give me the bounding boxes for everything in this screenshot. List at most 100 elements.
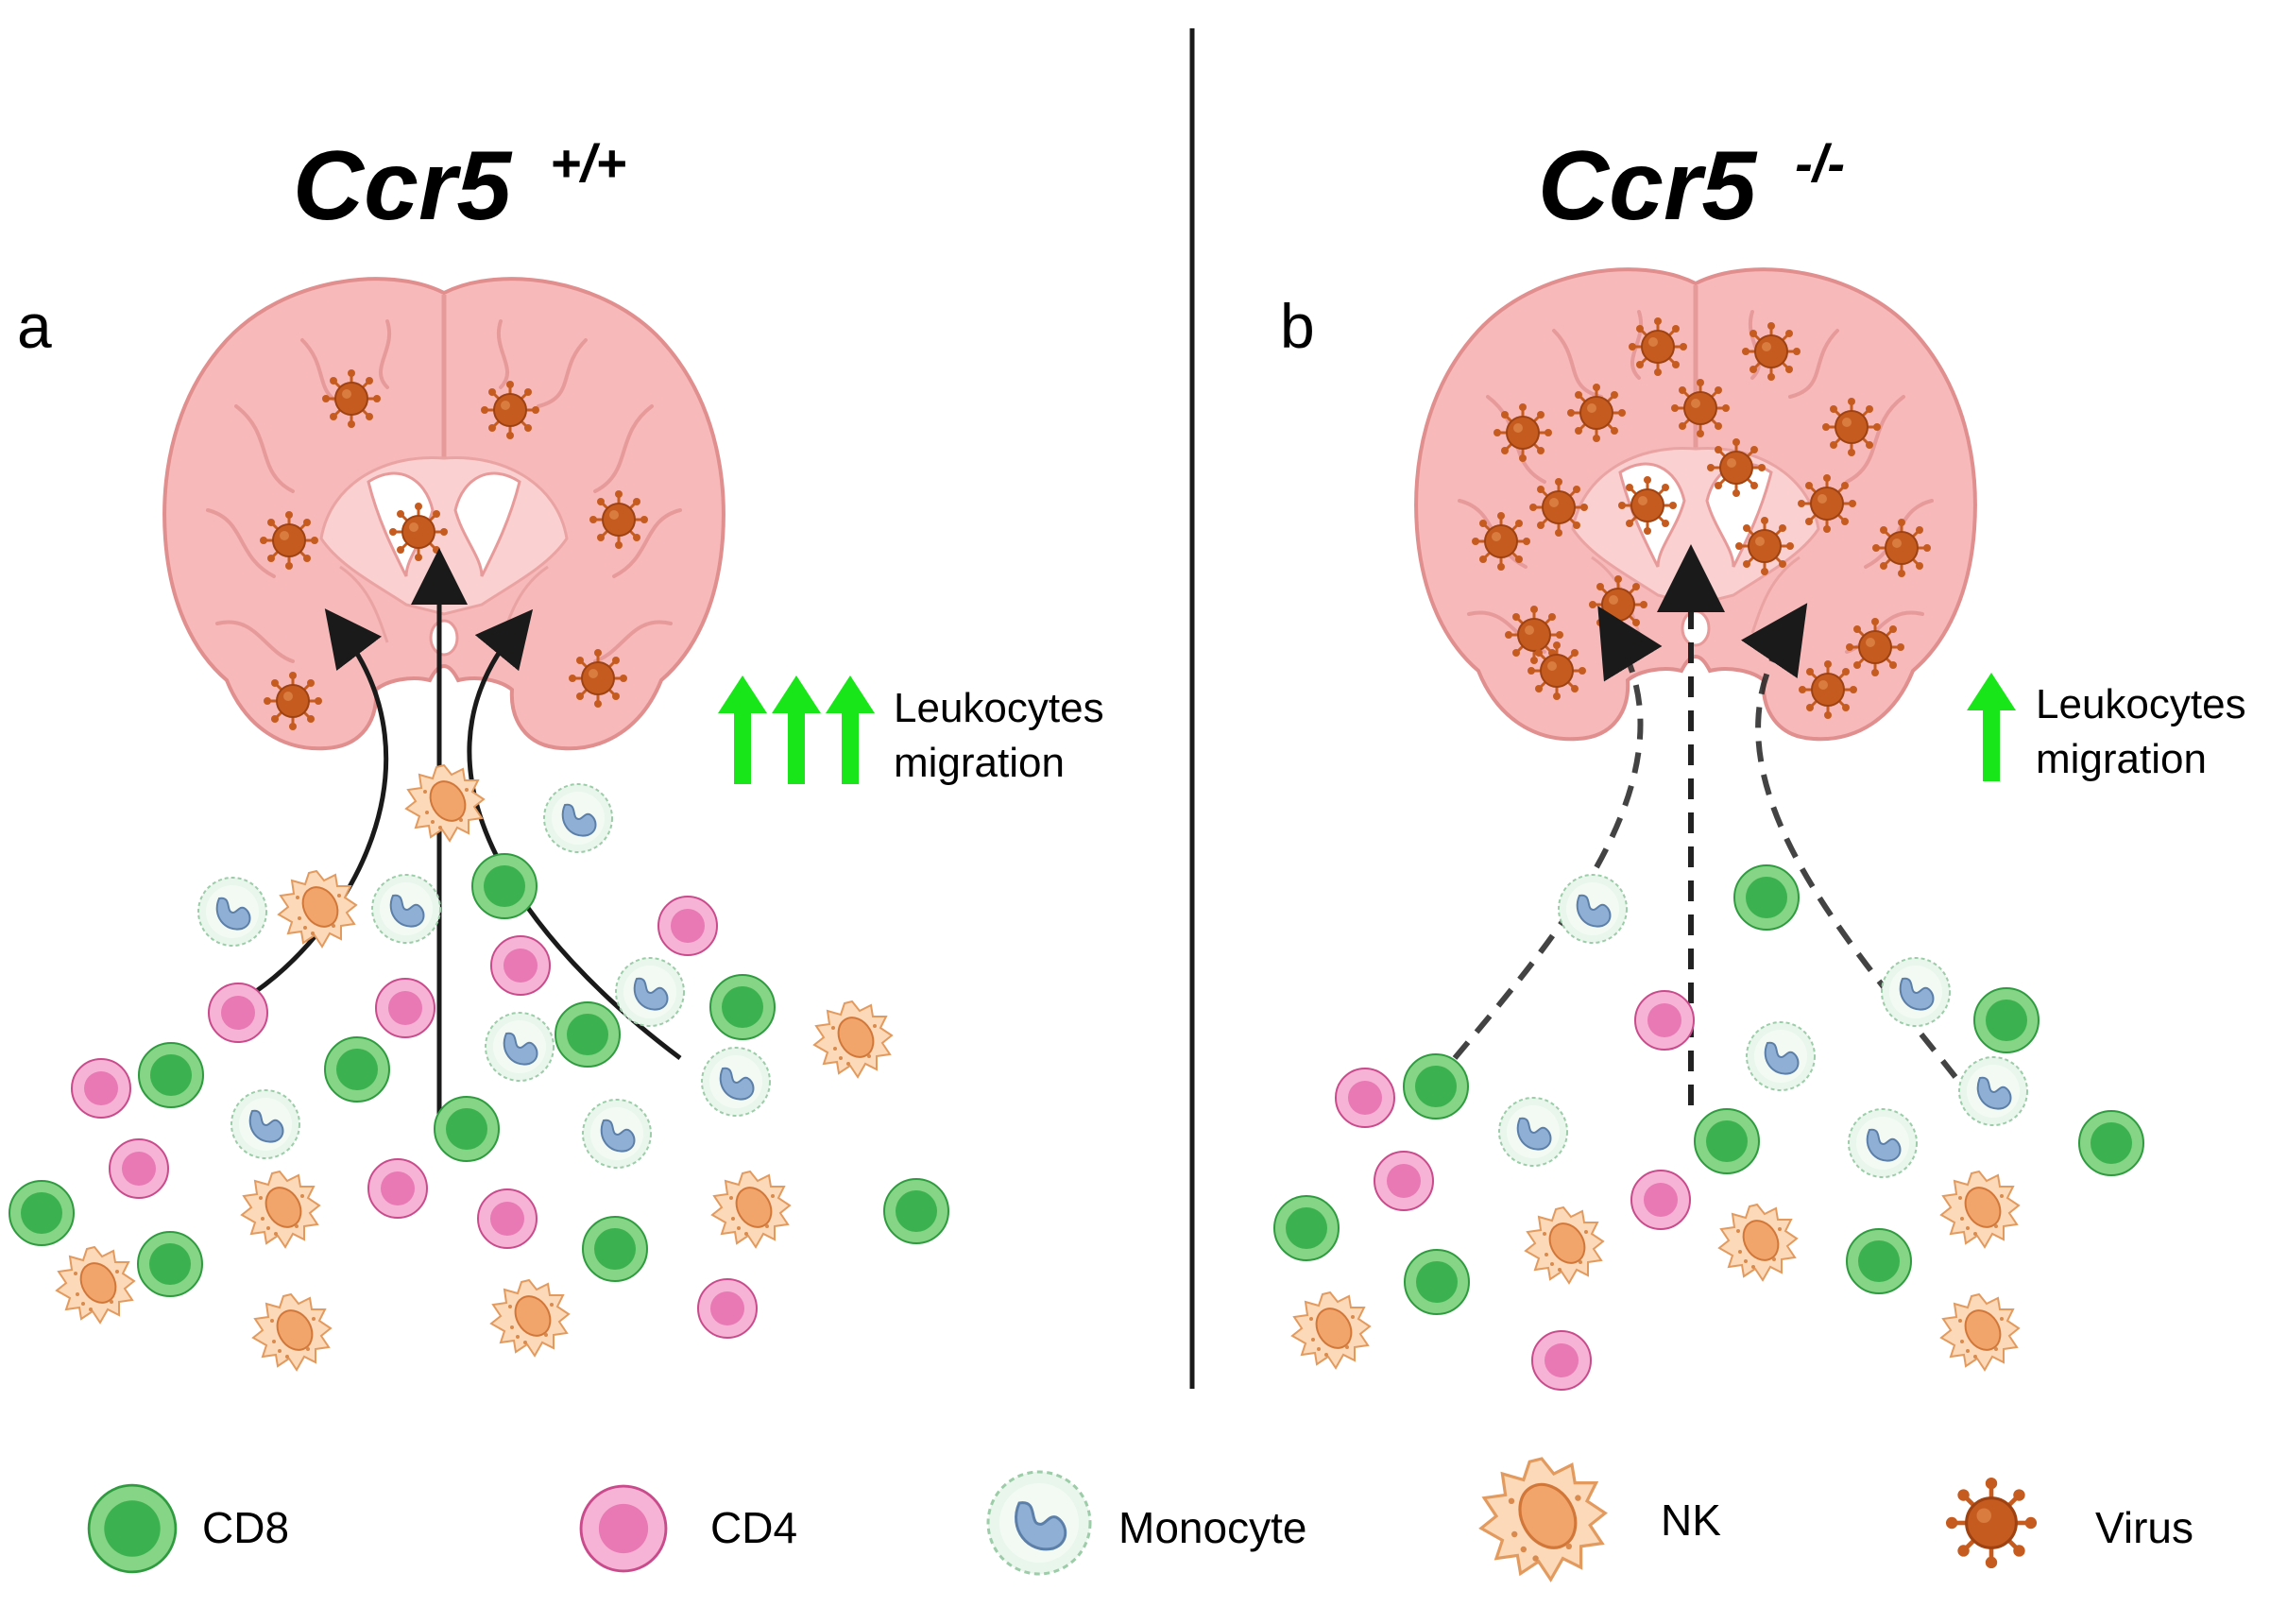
panel-a-migration-label: Leukocytes migration (894, 685, 1116, 786)
nk-cell (278, 870, 357, 948)
monocyte (485, 1012, 555, 1082)
panel-b-increase-arrows (1967, 673, 2016, 781)
virus-icon (588, 488, 650, 551)
panel-a-brain (164, 279, 724, 748)
cd8-cell (1404, 1249, 1470, 1315)
legend-label-cd8: CD8 (202, 1503, 289, 1552)
nk-cell-icon (1479, 1457, 1607, 1581)
virus-icon (1526, 640, 1588, 702)
cd4-cell (1335, 1068, 1395, 1128)
monocyte (615, 957, 685, 1027)
nk-cell (1525, 1206, 1604, 1284)
cd8-cell (138, 1042, 204, 1108)
virus-icon (1820, 396, 1883, 458)
virus-icon (320, 368, 383, 430)
cd4-cell (490, 935, 551, 996)
cd4-cell (1630, 1170, 1691, 1230)
monocyte (1558, 874, 1628, 944)
cd8-cell (709, 974, 776, 1040)
virus-icon (1470, 510, 1532, 573)
cd8-cell (555, 1001, 621, 1068)
cd4-cell (657, 896, 718, 956)
legend: CD8 CD4 Monocyte NK Virus (87, 1457, 2193, 1581)
legend-item-monocyte: Monocyte (986, 1470, 1306, 1576)
panel-a-increase-arrows (718, 675, 875, 784)
cd8-cell (137, 1231, 203, 1297)
cd4-cell (71, 1058, 131, 1119)
virus-icon (1565, 382, 1628, 444)
virus-icon (1528, 476, 1590, 538)
virus-icon (1616, 474, 1679, 537)
cd8-cell (1273, 1195, 1340, 1261)
virus-icon (1797, 658, 1859, 721)
monocyte (371, 874, 441, 944)
cd4-cell (697, 1278, 758, 1339)
up-arrow-icon (772, 675, 821, 784)
cd8-cell (883, 1178, 949, 1244)
panel-b-genotype: Ccr5 -/- (1538, 131, 1845, 241)
cd8-cell (1846, 1228, 1912, 1294)
legend-label-cd4: CD4 (710, 1503, 797, 1552)
panel-a-leukocytes (9, 764, 949, 1371)
virus-icon (258, 509, 320, 572)
virus-icon (1587, 573, 1649, 636)
virus-icon (1733, 515, 1796, 577)
panel-b: Ccr5 -/- b (1273, 131, 2258, 1391)
cd4-cell (367, 1158, 428, 1219)
panel-b-letter: b (1280, 291, 1315, 361)
virus-icon (1796, 472, 1858, 535)
monocyte (197, 877, 267, 947)
nk-cell (813, 1000, 893, 1078)
cd8-cell (9, 1180, 75, 1246)
nk-cell (252, 1293, 332, 1371)
virus-icon (1740, 320, 1802, 383)
virus-icon (1669, 377, 1732, 439)
cd4-cell (375, 978, 435, 1038)
cd8-cell (1403, 1053, 1469, 1120)
panel-b-superscript: -/- (1795, 133, 1845, 193)
nk-cell (241, 1171, 320, 1248)
virus-icon (567, 647, 629, 709)
up-arrow-icon (718, 675, 767, 784)
virus-icon (479, 379, 541, 441)
monocyte (1498, 1097, 1568, 1167)
virus-icon (1627, 316, 1689, 378)
legend-item-cd4: CD4 (579, 1484, 797, 1573)
cd8-cell (1973, 987, 2040, 1053)
cd4-cell (1531, 1330, 1592, 1391)
panel-b-migration-label: Leukocytes migration (2036, 681, 2258, 782)
monocyte (582, 1099, 652, 1169)
up-arrow-icon (826, 675, 875, 784)
cd8-cell-icon (87, 1483, 178, 1574)
monocyte (543, 783, 613, 853)
panel-a-letter: a (17, 291, 52, 361)
virus-icon (387, 501, 450, 563)
cd4-cell (1374, 1151, 1434, 1211)
cd8-cell (1733, 864, 1800, 931)
monocyte (230, 1089, 300, 1159)
panel-b-brain (1416, 269, 1975, 739)
panel-b-leukocytes (1273, 864, 2144, 1391)
cd8-cell (471, 853, 538, 919)
monocyte (1848, 1108, 1918, 1178)
legend-label-monocyte: Monocyte (1118, 1503, 1306, 1552)
nk-cell (711, 1171, 791, 1248)
virus-icon (1870, 517, 1933, 579)
cd4-cell (208, 983, 268, 1043)
nk-cell (490, 1279, 570, 1357)
legend-label-virus: Virus (2095, 1503, 2193, 1552)
monocyte (1881, 957, 1951, 1027)
legend-item-cd8: CD8 (87, 1483, 289, 1574)
legend-item-nk: NK (1479, 1457, 1721, 1581)
nk-cell (1718, 1204, 1798, 1281)
virus-icon (262, 670, 324, 732)
nk-cell (56, 1246, 135, 1324)
monocyte (701, 1047, 771, 1117)
monocyte (1746, 1021, 1816, 1091)
virus-icon (1844, 616, 1906, 678)
monocyte (1958, 1056, 2028, 1126)
virus-icon (1946, 1478, 2037, 1568)
up-arrow-icon (1967, 673, 2016, 781)
panel-a-genotype: Ccr5 +/+ (293, 131, 626, 241)
